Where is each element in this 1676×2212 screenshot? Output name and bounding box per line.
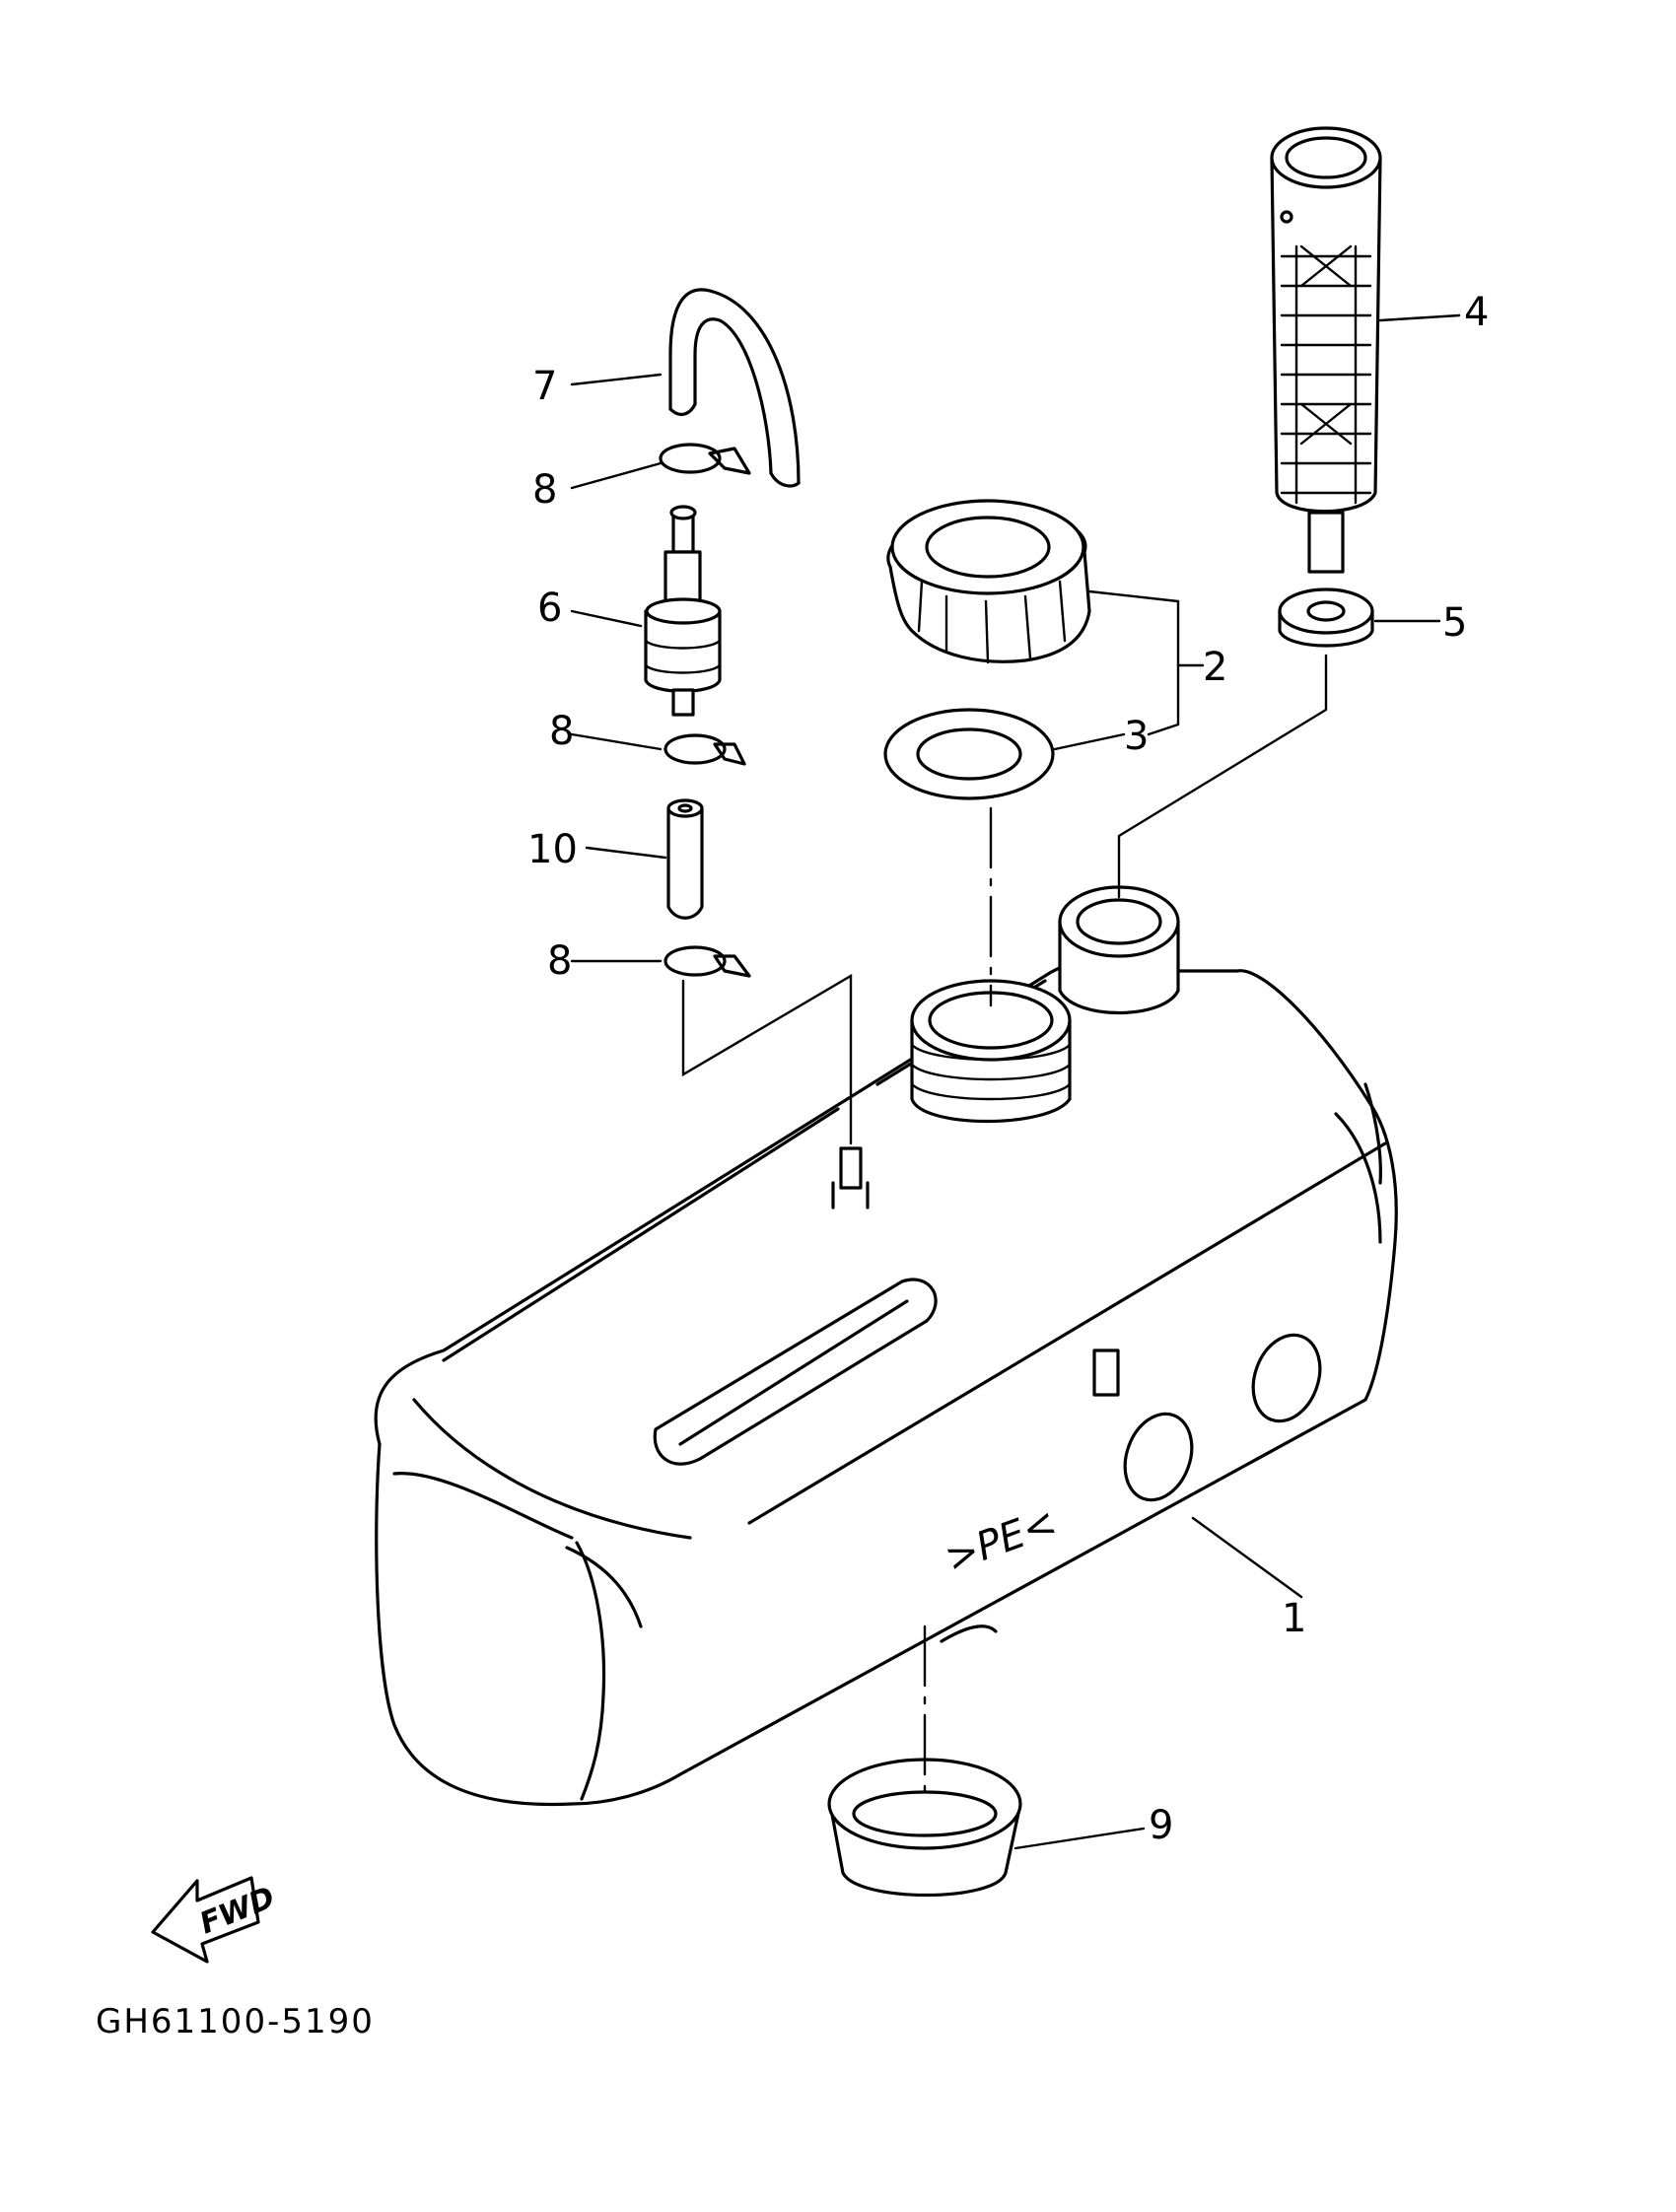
callout-6: 6 xyxy=(537,586,562,631)
filler-cap xyxy=(886,499,1091,664)
fwd-arrow-icon: FWD xyxy=(151,1876,280,1964)
callout-8-upper: 8 xyxy=(532,467,557,513)
oil-strainer xyxy=(1270,126,1382,574)
callout-3: 3 xyxy=(1124,714,1149,759)
hose-clip-lower xyxy=(663,945,751,978)
callout-2: 2 xyxy=(1203,645,1227,690)
inline-oil-filter xyxy=(644,505,722,717)
strainer-grommet xyxy=(1278,588,1374,648)
bottom-cap xyxy=(827,1758,1022,1897)
callout-10: 10 xyxy=(527,827,578,872)
callout-leaders xyxy=(570,313,1461,1850)
oil-hose-bent xyxy=(668,288,801,488)
hose-clip-middle xyxy=(663,733,746,766)
oil-hose-short xyxy=(666,798,704,920)
callout-9: 9 xyxy=(1149,1803,1173,1848)
callout-8-lower: 8 xyxy=(547,938,572,984)
callout-4: 4 xyxy=(1464,290,1489,335)
diagram-code: GH61100-5190 xyxy=(96,2002,375,2041)
oil-tank: >PE< xyxy=(374,885,1398,1807)
assembly-lines xyxy=(681,654,1328,1796)
cap-gasket xyxy=(883,708,1055,800)
callout-8-middle: 8 xyxy=(549,709,574,754)
hose-clip-upper xyxy=(659,443,751,475)
callout-7: 7 xyxy=(532,364,557,409)
callout-1: 1 xyxy=(1282,1596,1306,1641)
callout-5: 5 xyxy=(1442,600,1467,646)
